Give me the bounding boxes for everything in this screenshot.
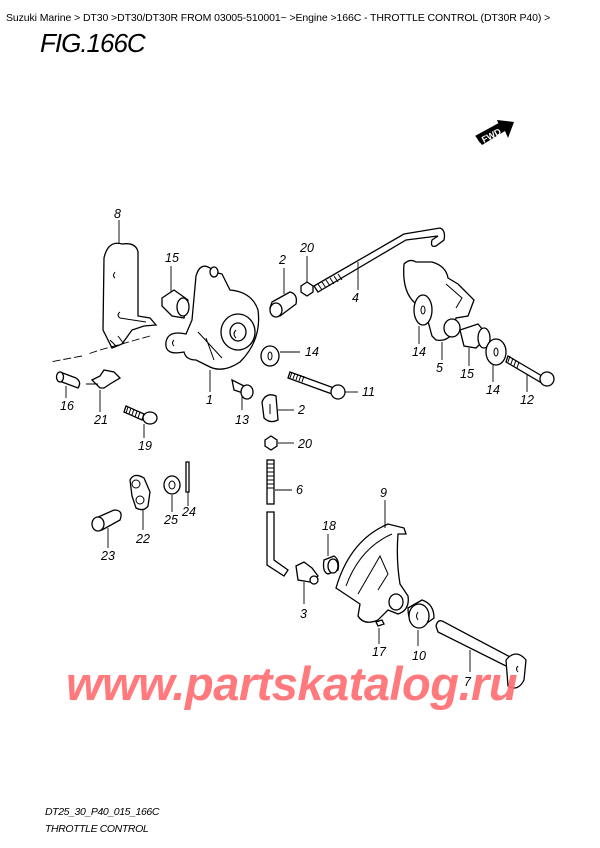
part-14-washer-right-1[interactable]	[413, 294, 433, 326]
breadcrumb-item-model-range[interactable]: DT30/DT30R FROM 03005-510001~	[117, 12, 287, 24]
rod-lower-bend	[266, 511, 289, 577]
part-12-bolt[interactable]	[505, 355, 555, 387]
part-9-throttle-lever[interactable]	[335, 523, 409, 623]
breadcrumb-separator: >	[330, 12, 337, 24]
part-11-bolt[interactable]	[287, 371, 346, 400]
callout-2-lower: 2	[297, 403, 305, 417]
part-4-throttle-rod[interactable]	[313, 227, 446, 293]
figure-title: FIG.166C	[40, 28, 146, 58]
part-15-bushing-right[interactable]	[459, 323, 491, 349]
callout-13: 13	[235, 413, 249, 427]
callout-20-lower: 20	[297, 437, 312, 451]
breadcrumb-separator: >	[111, 12, 118, 24]
callout-20-upper: 20	[299, 241, 314, 255]
part-22-link-plate[interactable]	[129, 474, 151, 511]
part-3-joint[interactable]	[295, 561, 319, 585]
callout-14-right-2: 14	[486, 383, 500, 397]
part-10-collar[interactable]	[407, 599, 435, 629]
fwd-direction-icon: FWD	[475, 120, 514, 145]
callout-1: 1	[206, 393, 213, 407]
callout-15-right: 15	[460, 367, 474, 381]
watermark: www.partskatalog.ru	[66, 657, 518, 710]
part-25-washer[interactable]	[163, 475, 181, 495]
drawing-code: DT25_30_P40_015_166C	[45, 806, 160, 818]
part-24-cotter-pin[interactable]	[185, 461, 190, 493]
callout-23: 23	[100, 549, 115, 563]
part-6-threaded-rod[interactable]	[266, 459, 275, 505]
callout-8: 8	[114, 207, 121, 221]
breadcrumb-item-engine[interactable]: Engine	[295, 12, 328, 24]
callout-18: 18	[322, 519, 336, 533]
breadcrumb-item-current[interactable]: 166C - THROTTLE CONTROL (DT30R P40)	[336, 12, 542, 24]
part-16-pin[interactable]	[55, 371, 81, 389]
part-1-throttle-cam[interactable]	[165, 265, 260, 370]
callout-22: 22	[135, 532, 150, 546]
callout-14-middle: 14	[305, 345, 319, 359]
part-19-bolt[interactable]	[123, 405, 158, 425]
breadcrumb-separator: >	[74, 12, 81, 24]
callout-25: 25	[163, 513, 178, 527]
callout-5: 5	[436, 361, 443, 375]
part-17-pin[interactable]	[375, 619, 385, 627]
callout-14-right-1: 14	[412, 345, 426, 359]
callout-4: 4	[352, 291, 359, 305]
part-14-washer-middle[interactable]	[260, 345, 280, 367]
part-14-washer-right-2[interactable]	[485, 338, 507, 366]
part-8-bracket[interactable]	[102, 242, 158, 349]
callout-16: 16	[60, 399, 74, 413]
part-18-bushing[interactable]	[322, 555, 340, 575]
breadcrumb: Suzuki Marine > DT30 >DT30/DT30R FROM 03…	[6, 12, 550, 24]
callout-15: 15	[165, 251, 179, 265]
callout-2-upper: 2	[278, 253, 286, 267]
callout-11: 11	[362, 385, 375, 399]
callout-19: 19	[138, 439, 152, 453]
callout-24: 24	[181, 505, 196, 519]
callout-6: 6	[296, 483, 303, 497]
breadcrumb-item-dt30[interactable]: DT30	[82, 12, 109, 24]
drawing-name: THROTTLE CONTROL	[45, 823, 149, 835]
part-7-shaft[interactable]	[435, 620, 527, 689]
callout-10: 10	[412, 649, 426, 663]
callout-17: 17	[372, 645, 387, 659]
part-21-clip[interactable]	[86, 369, 122, 389]
breadcrumb-item-suzuki-marine[interactable]: Suzuki Marine	[6, 12, 72, 24]
part-20-nut-lower[interactable]	[264, 435, 278, 451]
part-2-joint-lower[interactable]	[261, 394, 279, 423]
part-2-joint-upper[interactable]	[269, 291, 298, 318]
part-15-bushing[interactable]	[161, 289, 190, 319]
breadcrumb-separator: >	[289, 12, 296, 24]
callout-21: 21	[93, 413, 108, 427]
part-13-stud[interactable]	[231, 378, 254, 400]
callout-3: 3	[300, 607, 307, 621]
breadcrumb-separator: >	[544, 12, 551, 24]
part-23-clevis-pin[interactable]	[91, 509, 122, 532]
callout-7: 7	[464, 675, 472, 689]
part-20-nut-upper[interactable]	[300, 281, 314, 297]
callout-12: 12	[520, 393, 534, 407]
part-5-lever[interactable]	[403, 259, 475, 342]
callout-9: 9	[380, 486, 387, 500]
